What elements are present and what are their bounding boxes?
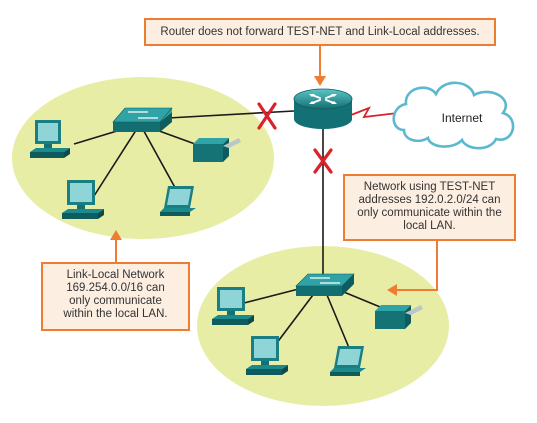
laptop-icon xyxy=(160,186,196,216)
link-local-callout-line: 169.254.0.0/16 can xyxy=(66,282,165,294)
x-mark-icon xyxy=(257,102,277,130)
arrow-icon xyxy=(110,230,122,262)
laptop-icon xyxy=(330,346,366,376)
router-callout-text: Router does not forward TEST-NET and Lin… xyxy=(160,26,480,38)
link-local-callout-line: Link-Local Network xyxy=(66,269,165,281)
printer-icon xyxy=(375,305,423,329)
link-left-pc2 xyxy=(93,123,141,197)
arrow-icon xyxy=(387,241,438,296)
router-icon xyxy=(293,88,353,129)
link-local-callout-line: only communicate xyxy=(69,295,162,307)
right-switch-icon xyxy=(295,273,355,296)
desktop-pc-icon xyxy=(62,180,104,219)
printer-icon xyxy=(193,138,241,162)
desktop-pc-icon xyxy=(212,287,254,325)
testnet-callout: Network using TEST-NET addresses 192.0.2… xyxy=(343,174,516,241)
link-switch-router xyxy=(167,110,295,119)
x-mark-icon xyxy=(313,148,333,174)
router-callout: Router does not forward TEST-NET and Lin… xyxy=(144,18,496,46)
desktop-pc-icon xyxy=(30,120,70,158)
left-switch-icon xyxy=(112,107,173,132)
wan-serial-link xyxy=(350,106,399,119)
testnet-callout-line: only communicate within the xyxy=(357,207,502,219)
link-local-callout-line: within the local LAN. xyxy=(63,308,168,320)
link-local-callout: Link-Local Network 169.254.0.0/16 can on… xyxy=(41,262,190,331)
testnet-callout-line: local LAN. xyxy=(403,220,456,232)
testnet-callout-line: Network using TEST-NET xyxy=(363,181,496,193)
link-left-laptop xyxy=(139,123,179,194)
cloud-icon: Internet xyxy=(392,81,515,150)
cloud-label: Internet xyxy=(442,111,483,125)
testnet-callout-line: addresses 192.0.2.0/24 can xyxy=(358,194,501,206)
arrow-icon xyxy=(314,46,326,86)
desktop-pc-icon xyxy=(246,336,288,375)
